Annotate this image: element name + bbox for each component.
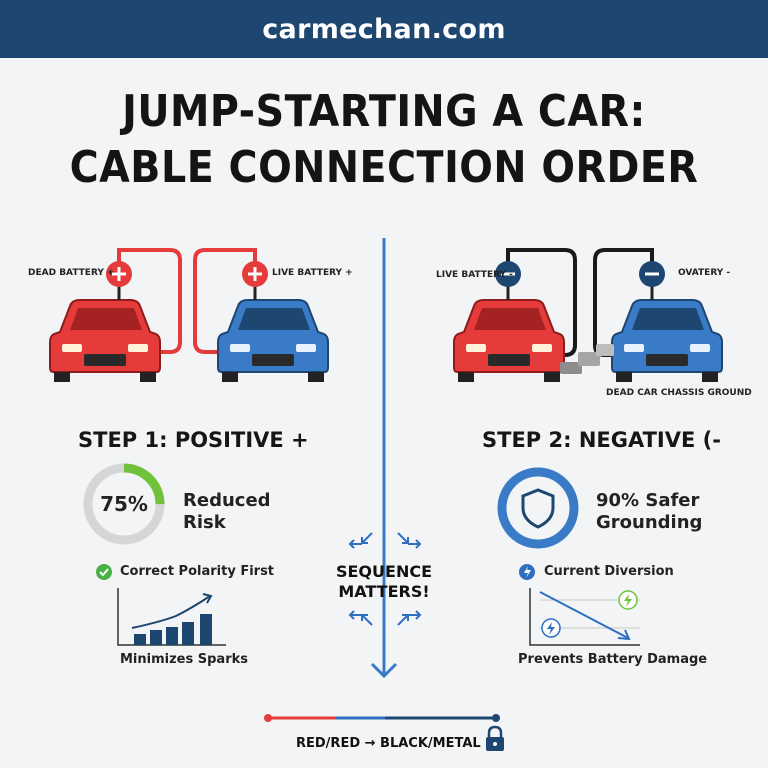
- positive-cables: [117, 248, 257, 354]
- safer-grounding-line-2: Grounding: [596, 512, 703, 533]
- dead-positive-terminal-icon: [106, 261, 132, 300]
- bar-1: [134, 634, 146, 645]
- bar-5: [200, 614, 212, 645]
- page-title-line-2: CABLE CONNECTION ORDER: [69, 142, 699, 193]
- live-negative-terminal-icon: [495, 261, 521, 300]
- dead-negative-terminal-icon: [639, 261, 665, 300]
- step-2-title: STEP 2: NEGATIVE (-: [482, 428, 721, 452]
- bar-4: [182, 622, 194, 645]
- prevents-damage-caption: Prevents Battery Damage: [518, 652, 708, 667]
- safer-grounding-label: 90% Safer Grounding: [596, 490, 702, 534]
- site-name[interactable]: carmechan.com: [262, 13, 506, 45]
- check-circle-icon: [96, 564, 112, 580]
- matters-line: MATTERS!: [338, 582, 430, 601]
- step-1-title: STEP 1: POSITIVE +: [78, 428, 309, 452]
- sequence-line: SEQUENCE: [335, 562, 433, 581]
- legend-text: RED/RED → BLACK/METAL: [296, 736, 481, 751]
- sequence-arrows-icon: [348, 532, 422, 626]
- legend-bar: [264, 714, 500, 722]
- live-positive-terminal-icon: [242, 261, 268, 300]
- risk-progress-ring: [83, 463, 165, 545]
- shield-ring: [497, 467, 579, 549]
- reduced-risk-line-2: Risk: [183, 512, 226, 533]
- safer-grounding-line-1: 90% Safer: [596, 490, 700, 511]
- damage-line-chart: [529, 588, 640, 646]
- live-car-blue: [217, 299, 329, 382]
- dead-battery-positive-label: DEAD BATTERY +: [28, 268, 115, 278]
- bar-2: [150, 630, 162, 645]
- dead-battery-negative-label: OVATERY -: [678, 268, 731, 278]
- chassis-ground-icon: [560, 344, 614, 374]
- down-arrow-icon: [370, 662, 398, 679]
- current-diversion-text: Current Diversion: [544, 564, 674, 579]
- live-car-red: [453, 299, 565, 382]
- sparks-bar-chart: [117, 588, 226, 646]
- shield-icon: [521, 488, 555, 529]
- bar-3: [166, 627, 178, 645]
- live-battery-positive-label: LIVE BATTERY +: [272, 268, 353, 278]
- page-title-line-1: JUMP-STARTING A CAR:: [122, 86, 646, 137]
- live-battery-negative-label: LIVE BATTERY -: [436, 270, 513, 280]
- chassis-ground-label: DEAD CAR CHASSIS GROUND: [606, 388, 752, 398]
- dead-car-blue: [611, 299, 723, 382]
- minimizes-sparks-caption: Minimizes Sparks: [120, 652, 248, 667]
- dead-car-red: [49, 299, 161, 382]
- risk-percent: 75%: [100, 492, 148, 516]
- site-header: carmechan.com: [0, 0, 768, 58]
- reduced-risk-label: Reduced Risk: [183, 490, 271, 534]
- correct-polarity-text: Correct Polarity First: [120, 564, 275, 579]
- sequence-matters-text: SEQUENCE MATTERS!: [324, 562, 444, 602]
- reduced-risk-line-1: Reduced: [183, 490, 271, 511]
- lock-icon: [486, 725, 504, 751]
- bolt-circle-icon: [519, 564, 535, 580]
